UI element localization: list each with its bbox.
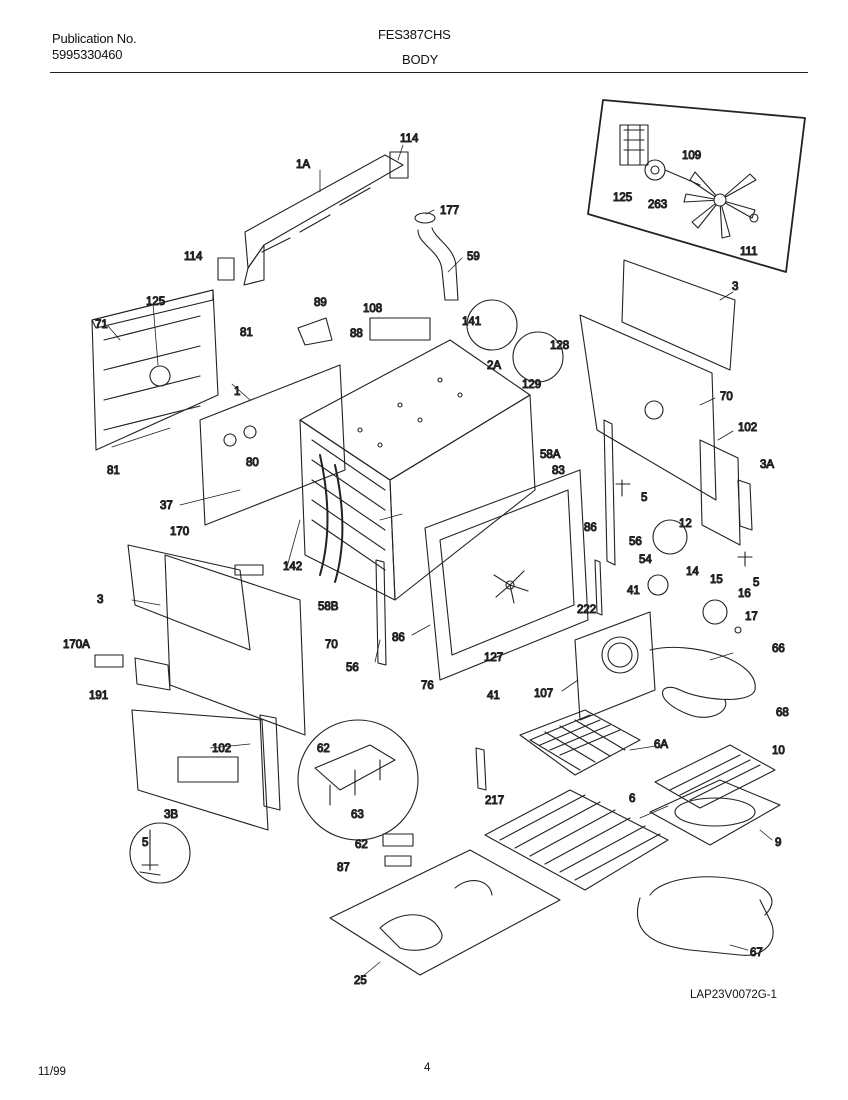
callout-3a: 3A [760,459,774,471]
callout-81-top: 81 [240,327,253,339]
left-inner-panels [127,364,346,831]
callout-177: 177 [440,205,459,217]
callout-125: 125 [146,296,165,308]
callout-191: 191 [89,690,108,702]
callout-41-left: 41 [487,690,500,702]
cavity-back-wall [424,469,589,681]
publication-number: 5995330460 [52,47,123,62]
callout-217: 217 [485,795,504,807]
callout-66: 66 [772,643,785,655]
callout-2a: 2A [487,360,501,372]
oven-cavity [299,339,536,601]
callout-1a: 1A [296,159,310,171]
callout-114-left: 114 [184,251,203,263]
callout-83: 83 [552,465,565,477]
section-title: BODY [402,52,439,67]
drawing-id: LAP23V0072G-1 [690,989,777,1001]
callout-3b: 3B [164,809,178,821]
header-rule [50,72,808,73]
callout-62-detail: 62 [317,743,330,755]
callout-222: 222 [577,604,596,616]
callout-56-left: 56 [346,662,359,674]
fan-inset [587,99,806,273]
callout-111: 111 [740,246,757,258]
vent-tube [414,212,459,301]
callout-114: 114 [400,133,419,145]
callout-127: 127 [484,652,503,664]
callout-109: 109 [682,150,701,162]
callout-102-left: 102 [212,743,231,755]
page-number: 4 [424,1062,431,1074]
callout-263: 263 [648,199,667,211]
callout-3-left: 3 [97,594,103,606]
right-side-panels [579,259,753,566]
callout-3-right: 3 [732,281,738,293]
callout-70-left: 70 [325,639,338,651]
model-number: FES387CHS [378,27,451,42]
bottom-panel [329,849,561,976]
callout-10: 10 [772,745,785,757]
callout-12: 12 [679,518,692,530]
callout-80: 80 [246,457,259,469]
callout-59: 59 [467,251,480,263]
callout-81-left: 81 [107,465,120,477]
callout-5-foot: 5 [142,837,148,849]
callout-129: 129 [522,379,541,391]
callout-67: 67 [750,947,763,959]
broiler-pan [649,744,781,846]
detail-circles [129,299,688,884]
publication-label: Publication No. [52,31,137,46]
callout-88: 88 [350,328,363,340]
callout-108: 108 [363,303,382,315]
callout-16: 16 [738,588,751,600]
callout-62: 62 [355,839,368,851]
callout-58b: 58B [318,601,339,613]
callout-70-right: 70 [720,391,733,403]
callout-5-far-right: 5 [753,577,759,589]
callout-68: 68 [776,707,789,719]
callout-125-fan: 125 [613,192,632,204]
callout-86-right: 86 [584,522,597,534]
callout-14: 14 [686,566,699,578]
callout-63: 63 [351,809,364,821]
callout-86-left: 86 [392,632,405,644]
callout-128: 128 [550,340,569,352]
callout-54: 54 [639,554,652,566]
callout-142: 142 [283,561,302,573]
callout-41-right: 41 [627,585,640,597]
callout-170a: 170A [63,639,90,651]
callout-1: 1 [234,386,240,398]
oven-racks [484,709,669,891]
callout-37: 37 [160,500,173,512]
callout-87: 87 [337,862,350,874]
callout-56-right: 56 [629,536,642,548]
element-and-panel [574,611,756,721]
callout-71: 71 [95,319,108,331]
leader-lines [107,144,773,978]
small-parts [94,317,753,867]
callout-89: 89 [314,297,327,309]
callout-17: 17 [745,611,758,623]
callout-9: 9 [775,837,781,849]
footer-date: 11/99 [38,1066,66,1078]
callout-6: 6 [629,793,635,805]
bake-element [636,876,774,956]
callout-labels: 114 1A 177 59 114 109 125 263 111 71 125… [62,132,789,987]
callout-6a: 6A [654,739,668,751]
callout-107: 107 [534,688,553,700]
callout-76: 76 [421,680,434,692]
callout-170: 170 [170,526,189,538]
callout-15: 15 [710,574,723,586]
trim-strips [375,559,603,791]
callout-102-right: 102 [738,422,757,434]
callout-25: 25 [354,975,367,987]
callout-141: 141 [462,316,481,328]
back-top-panel [217,151,409,286]
callout-5-right: 5 [641,492,647,504]
callout-58a: 58A [540,449,561,461]
left-outer-panel [91,289,219,451]
